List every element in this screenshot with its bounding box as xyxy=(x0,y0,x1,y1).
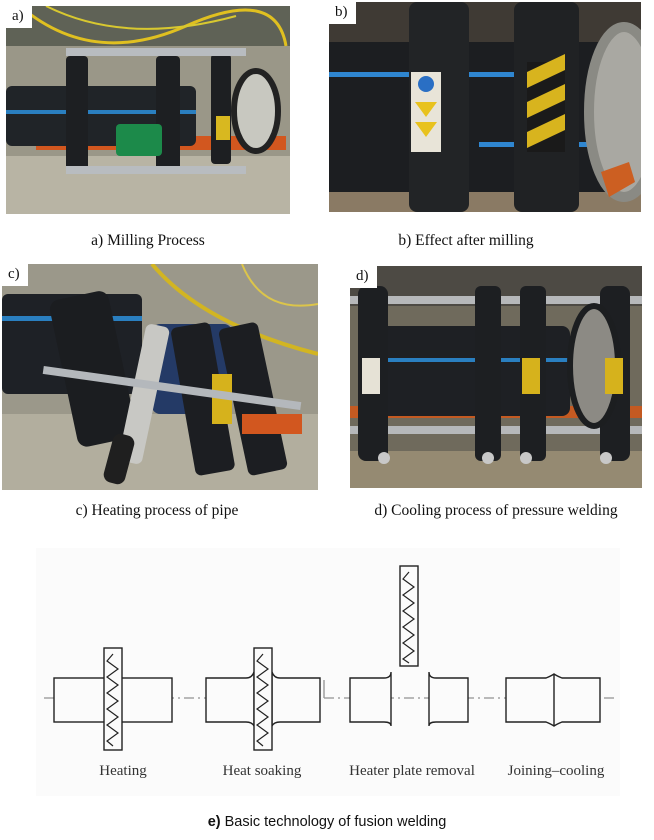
photo-effect-after-milling: b) xyxy=(329,2,641,212)
caption-a: a) Milling Process xyxy=(91,232,205,249)
figure-caption: e) Basic technology of fusion welding xyxy=(0,814,654,830)
panel-tag-a: a) xyxy=(6,6,32,28)
stage-label-joining-cooling: Joining–cooling xyxy=(507,763,605,779)
stage-heat-soaking-sketch xyxy=(205,647,325,751)
caption-c: c) Heating process of pipe xyxy=(75,502,239,519)
panel-tag-c: c) xyxy=(2,264,28,286)
stage-label-heater-plate-removal: Heater plate removal xyxy=(349,763,475,779)
panel-tag-d: d) xyxy=(350,266,377,288)
stage-heater-plate-removal-sketch xyxy=(349,565,469,727)
fusion-welding-diagram xyxy=(36,548,620,796)
stage-joining-cooling-sketch xyxy=(505,673,601,727)
caption-b: b) Effect after milling xyxy=(398,232,534,249)
stage-label-heating: Heating xyxy=(99,763,147,779)
stage-label-heat-soaking: Heat soaking xyxy=(222,763,302,779)
figure-caption-text: Basic technology of fusion welding xyxy=(220,814,447,830)
panel-tag-b: b) xyxy=(329,2,356,24)
photo-milling-process: a) xyxy=(6,6,290,214)
stage-heating-sketch xyxy=(53,647,173,751)
photo-cooling-process: d) xyxy=(350,266,642,488)
figure-caption-label: e) xyxy=(207,814,221,830)
photo-heating-process: c) xyxy=(2,264,318,490)
caption-d: d) Cooling process of pressure welding xyxy=(374,502,618,519)
